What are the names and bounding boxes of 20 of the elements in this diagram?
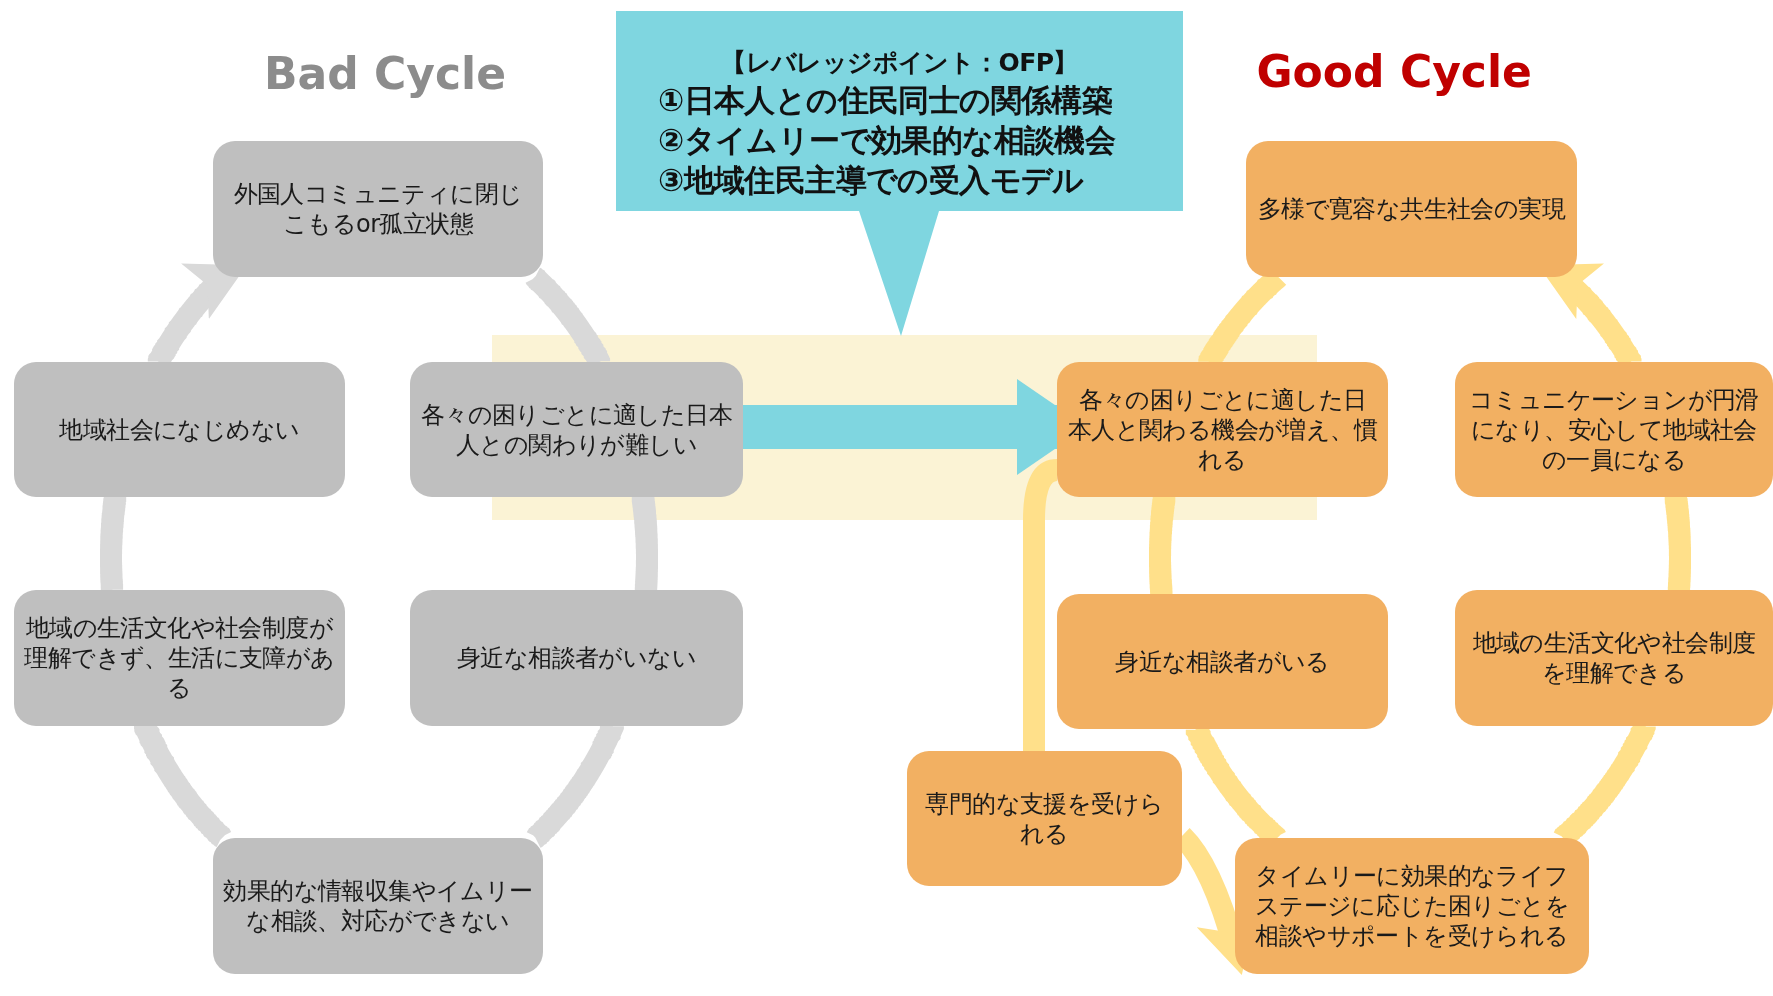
cycle-title: Good Cycle (1256, 45, 1532, 97)
callout-point: ①日本人との住民同士の関係構築 (658, 81, 1113, 120)
callout-point: ②タイムリーで効果的な相談機会 (658, 121, 1116, 160)
step-box: 身近な相談者がいない (410, 590, 743, 726)
callout-heading: 【レバレッジポイント：OFP】 (720, 47, 1079, 79)
cycle-title: Bad Cycle (264, 47, 507, 99)
step-box: タイムリーに効果的なライフステージに応じた困りごとを相談やサポートを受けられる (1235, 838, 1589, 974)
step-box: 専門的な支援を受けられる (907, 751, 1182, 886)
cycle-line (1023, 459, 1059, 751)
step-box: 多様で寛容な共生社会の実現 (1246, 141, 1577, 277)
step-box: 身近な相談者がいる (1057, 594, 1388, 729)
step-box: 地域の生活文化や社会制度が理解できず、生活に支障がある (14, 590, 345, 726)
step-box: 効果的な情報収集やイムリーな相談、対応ができない (213, 838, 543, 974)
callout-point: ③地域住民主導での受入モデル (658, 161, 1084, 200)
step-box: コミュニケーションが円滑になり、安心して地域社会の一員になる (1455, 362, 1773, 497)
step-box: 外国人コミュニティに閉じこもるor孤立状態 (213, 141, 543, 277)
step-box: 各々の困りごとに適した日本人と関わる機会が増え、慣れる (1057, 362, 1388, 497)
step-box: 地域社会になじめない (14, 362, 345, 497)
step-box: 地域の生活文化や社会制度を理解できる (1455, 590, 1773, 726)
step-box: 各々の困りごとに適した日本人との関わりが難しい (410, 362, 743, 497)
